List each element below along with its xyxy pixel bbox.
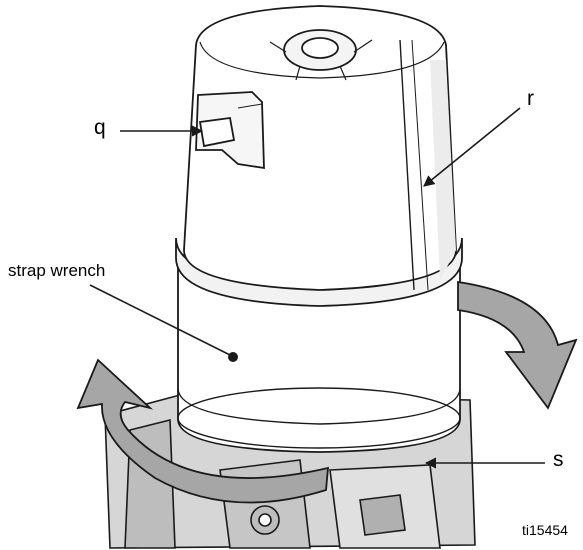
leader-r [423, 107, 521, 187]
callout-s: s [553, 448, 564, 471]
callout-strap-wrench: strap wrench [8, 261, 106, 280]
rotation-left-arrow [76, 358, 330, 504]
figure-id: ti15454 [522, 522, 568, 538]
leader-lines [89, 107, 545, 469]
rotation-right-arrow [457, 280, 578, 410]
callout-r: r [527, 87, 534, 110]
filter-canister [175, 5, 463, 453]
callout-q: q [94, 116, 106, 139]
leader-strap-wrench [89, 284, 233, 357]
strap-wrench-dot [228, 352, 238, 362]
